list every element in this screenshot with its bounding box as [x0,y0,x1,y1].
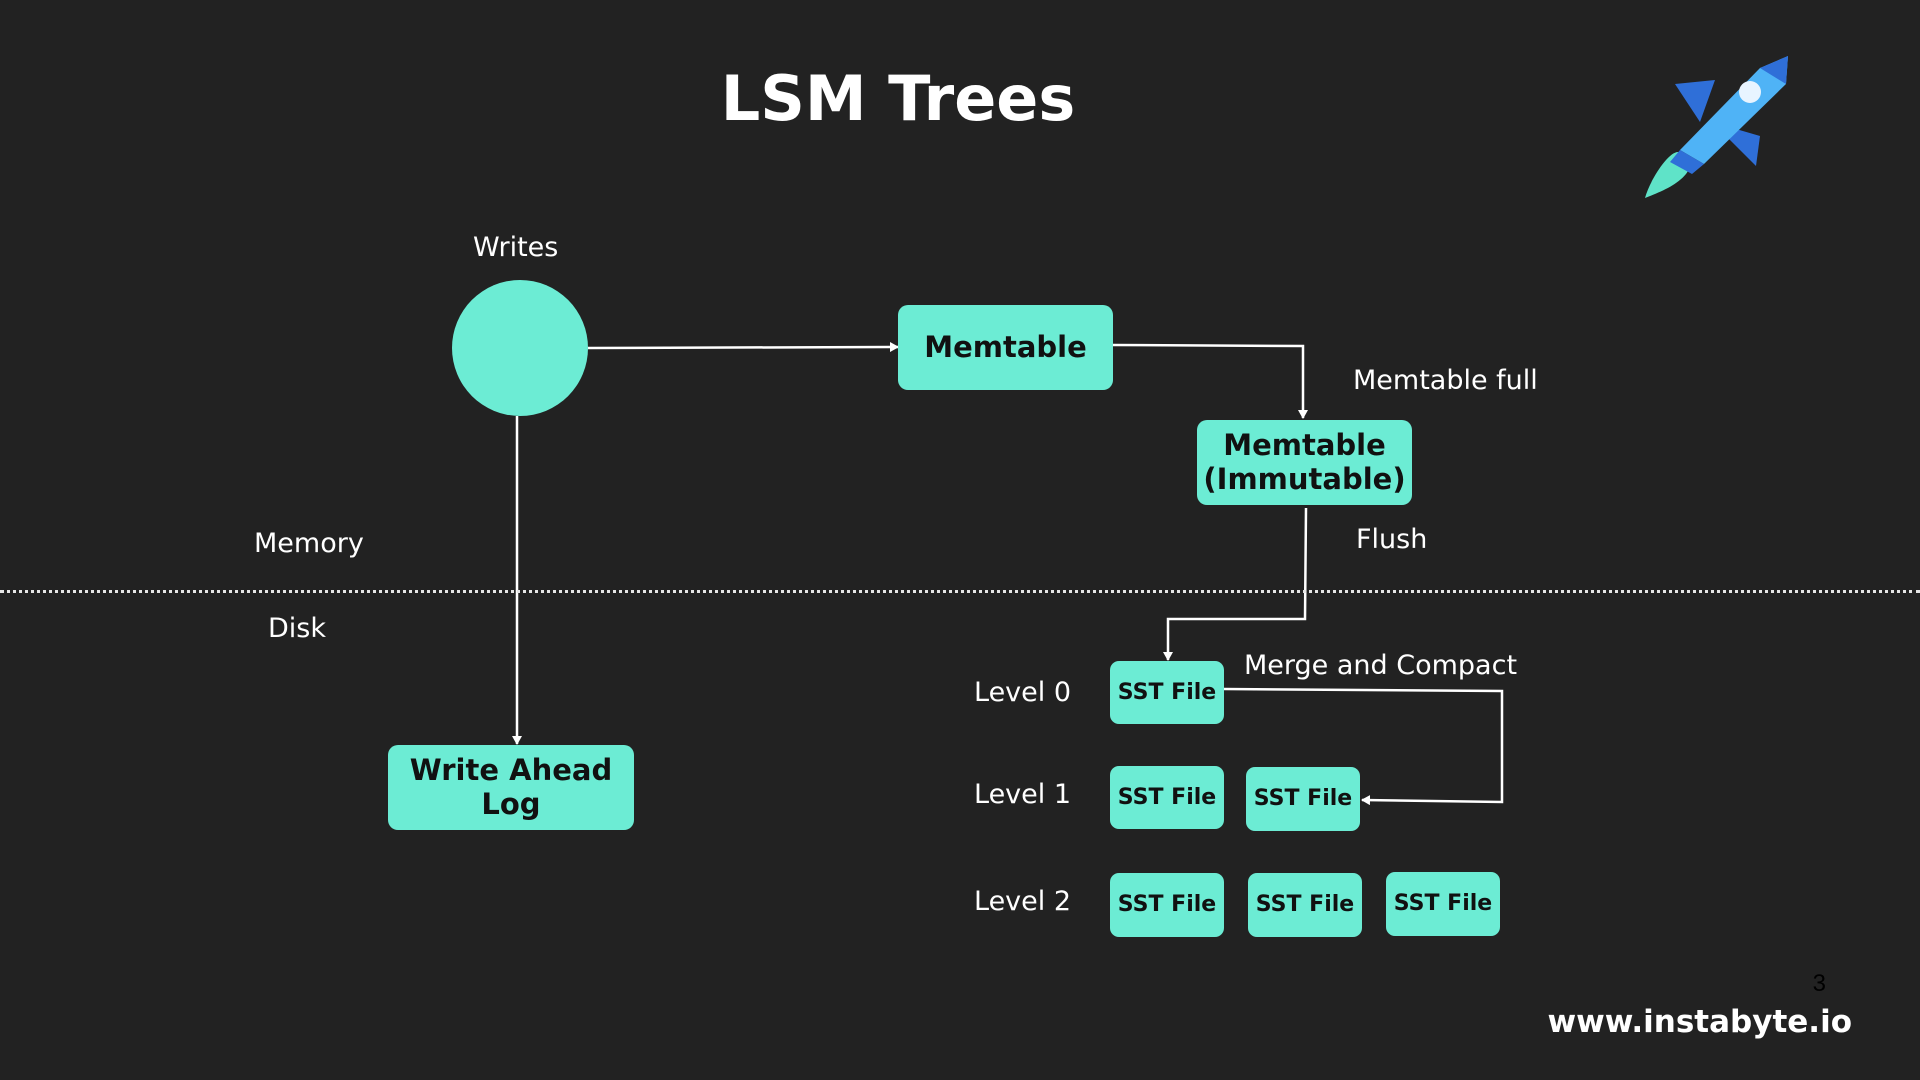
level-0-label: Level 0 [974,677,1072,708]
memtable-immutable-label-line1: Memtable [1223,428,1386,463]
level-2-label: Level 2 [974,886,1072,917]
sst-file-label: SST File [1117,679,1217,705]
arrow-flush-to-level0 [1163,507,1308,661]
memtable-immutable-label-line2: (Immutable) [1203,461,1406,496]
sst-file-label: SST File [1117,784,1217,810]
arrow-merge-compact [1223,687,1504,806]
memory-label: Memory [254,528,364,559]
sst-file-label: SST File [1255,892,1355,918]
sst-file-label: SST File [1253,786,1353,812]
arrow-memtable-to-immutable [1112,343,1308,419]
writes-node [452,280,588,416]
rocket-icon [1645,56,1788,198]
memtable-label: Memtable [924,329,1087,364]
website-url: www.instabyte.io [1547,1004,1852,1040]
memtable-node: Memtable [898,305,1113,390]
sst-file-level2-2: SST File [1248,873,1362,937]
sst-file-label: SST File [1117,892,1217,918]
memtable-full-label: Memtable full [1353,365,1538,396]
level-1-label: Level 1 [974,779,1072,810]
slide-title: LSM Trees [720,62,1076,135]
memtable-immutable-node: Memtable (Immutable) [1197,420,1412,505]
arrow-writes-to-memtable [587,342,899,353]
memory-disk-divider [0,590,1920,593]
sst-file-level0-1: SST File [1110,661,1224,724]
wal-label-line1: Write Ahead [409,753,613,788]
write-ahead-log-node: Write Ahead Log [388,745,634,830]
disk-label: Disk [268,613,326,644]
sst-file-level1-2: SST File [1246,767,1360,831]
wal-label-line2: Log [481,786,541,821]
flush-label: Flush [1356,524,1428,555]
writes-label: Writes [473,232,559,263]
page-number: 3 [1812,970,1826,997]
sst-file-level1-1: SST File [1110,766,1224,829]
sst-file-level2-3: SST File [1386,872,1500,936]
sst-file-label: SST File [1393,891,1493,917]
sst-file-level2-1: SST File [1110,873,1224,937]
merge-compact-label: Merge and Compact [1244,650,1518,681]
